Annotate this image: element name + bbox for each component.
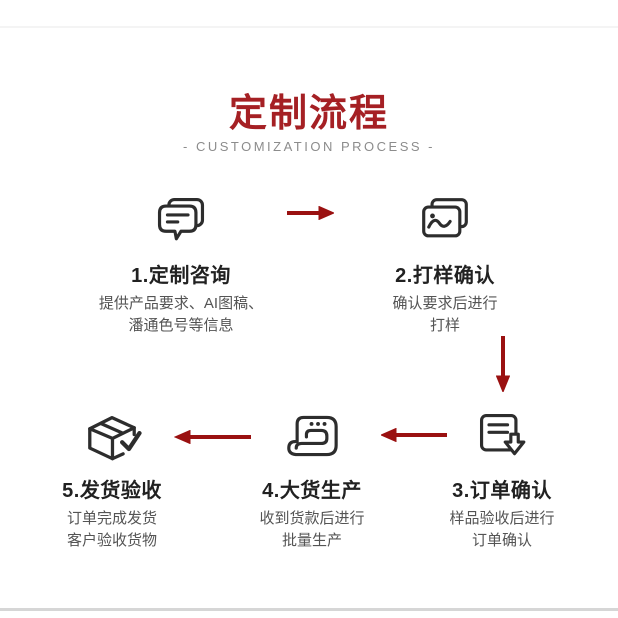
arrow-step4-to-step5-left-icon <box>173 429 252 449</box>
step-5-block: 5.发货验收 订单完成发货 客户验收货物 <box>7 407 217 552</box>
top-divider <box>0 26 618 28</box>
step-1-icon-wrap <box>76 192 286 250</box>
chat-icon <box>157 197 205 241</box>
step-1-desc-line-1: 提供产品要求、AI图稿、 <box>98 295 264 312</box>
page-title: 定制流程 <box>228 93 389 135</box>
step-3-title: 3.订单确认 <box>452 480 552 502</box>
step-4-desc-line-2: 批量生产 <box>281 532 342 549</box>
step-3-desc-line-1: 样品验收后进行 <box>449 510 555 527</box>
step-4-desc-line-1: 收到货款后进行 <box>259 510 365 527</box>
step-2-block: 2.打样确认 确认要求后进行 打样 <box>340 192 550 337</box>
step-2-desc-line-1: 确认要求后进行 <box>392 295 498 312</box>
step-3-desc-line-2: 订单确认 <box>471 532 532 549</box>
step-1-desc-line-2: 潘通色号等信息 <box>128 317 234 334</box>
photo-proof-icon <box>422 198 468 238</box>
package-check-icon <box>88 416 142 461</box>
step-1-desc: 提供产品要求、AI图稿、 潘通色号等信息 <box>76 293 286 337</box>
step-4-block: 4.大货生产 收到货款后进行 批量生产 <box>207 407 417 552</box>
bottom-divider <box>0 608 618 611</box>
step-3-block: 3.订单确认 样品验收后进行 订单确认 <box>397 407 607 552</box>
step-5-desc: 订单完成发货 客户验收货物 <box>7 508 217 552</box>
page-subtitle: - CUSTOMIZATION PROCESS - <box>183 139 435 154</box>
sewing-machine-icon <box>287 415 338 457</box>
arrow-step3-to-step4-left-icon <box>379 427 448 447</box>
arrow-step2-to-step3-down-icon <box>495 335 511 397</box>
arrow-step1-to-step2-right-icon <box>286 205 336 225</box>
step-2-title: 2.打样确认 <box>395 265 495 287</box>
step-1-title: 1.定制咨询 <box>131 265 231 287</box>
step-5-desc-line-1: 订单完成发货 <box>66 510 157 527</box>
step-2-desc-line-2: 打样 <box>429 317 460 334</box>
step-1-block: 1.定制咨询 提供产品要求、AI图稿、 潘通色号等信息 <box>76 192 286 337</box>
step-4-icon-wrap <box>207 407 417 465</box>
step-2-desc: 确认要求后进行 打样 <box>340 293 550 337</box>
step-5-icon-wrap <box>7 407 217 465</box>
step-3-desc: 样品验收后进行 订单确认 <box>397 508 607 552</box>
step-5-title: 5.发货验收 <box>62 480 162 502</box>
step-5-desc-line-2: 客户验收货物 <box>66 532 157 549</box>
step-4-desc: 收到货款后进行 批量生产 <box>207 508 417 552</box>
step-2-icon-wrap <box>340 192 550 250</box>
order-document-icon <box>479 413 526 456</box>
step-3-icon-wrap <box>397 407 607 465</box>
step-4-title: 4.大货生产 <box>262 480 362 502</box>
